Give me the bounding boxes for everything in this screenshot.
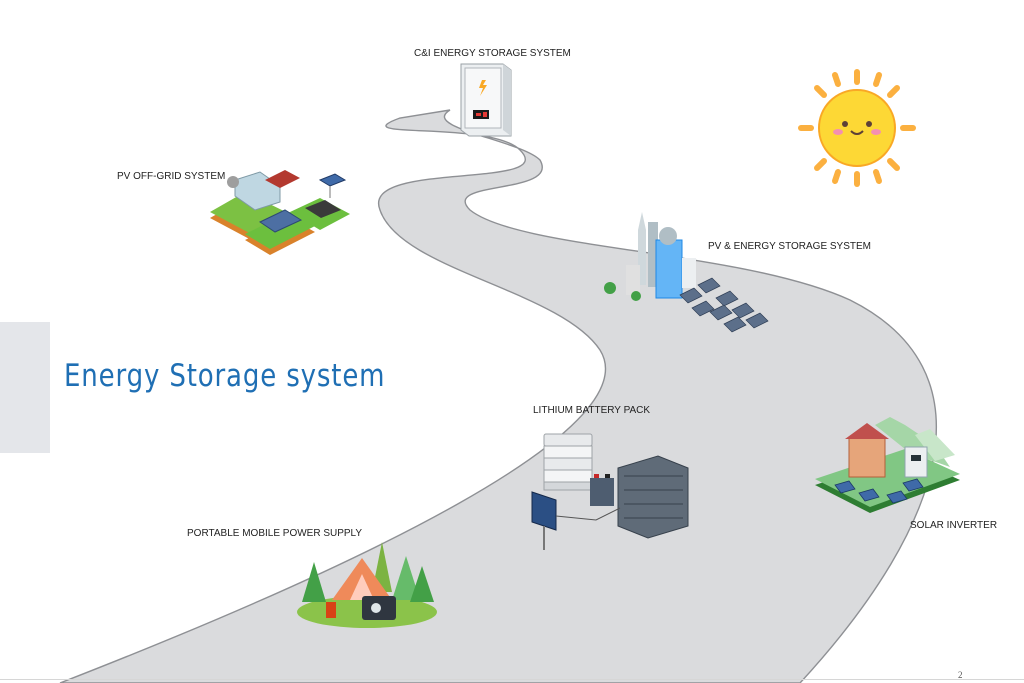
farm-solar-island-icon xyxy=(210,170,350,255)
storage-cabinet-icon xyxy=(460,63,512,137)
city-solar-array-icon xyxy=(604,212,769,333)
slide-title: Energy Storage system xyxy=(64,358,386,394)
pv-offgrid-label: PV OFF-GRID SYSTEM xyxy=(117,171,226,182)
solar-inverter-label: SOLAR INVERTER xyxy=(910,520,998,531)
pv-storage-label: PV & ENERGY STORAGE SYSTEM xyxy=(708,241,872,252)
ci-storage-label: C&I ENERGY STORAGE SYSTEM xyxy=(414,48,571,59)
page-number: 2 xyxy=(958,670,963,680)
side-tab-decoration xyxy=(0,322,50,453)
footer-divider xyxy=(0,679,1024,680)
battery-pack-icon xyxy=(531,433,689,550)
portable-power-label: PORTABLE MOBILE POWER SUPPLY xyxy=(187,528,363,539)
camping-power-station-icon xyxy=(297,542,437,628)
smiling-sun-icon xyxy=(798,69,916,187)
house-inverter-icon xyxy=(815,417,960,513)
lithium-pack-label: LITHIUM BATTERY PACK xyxy=(533,405,651,416)
